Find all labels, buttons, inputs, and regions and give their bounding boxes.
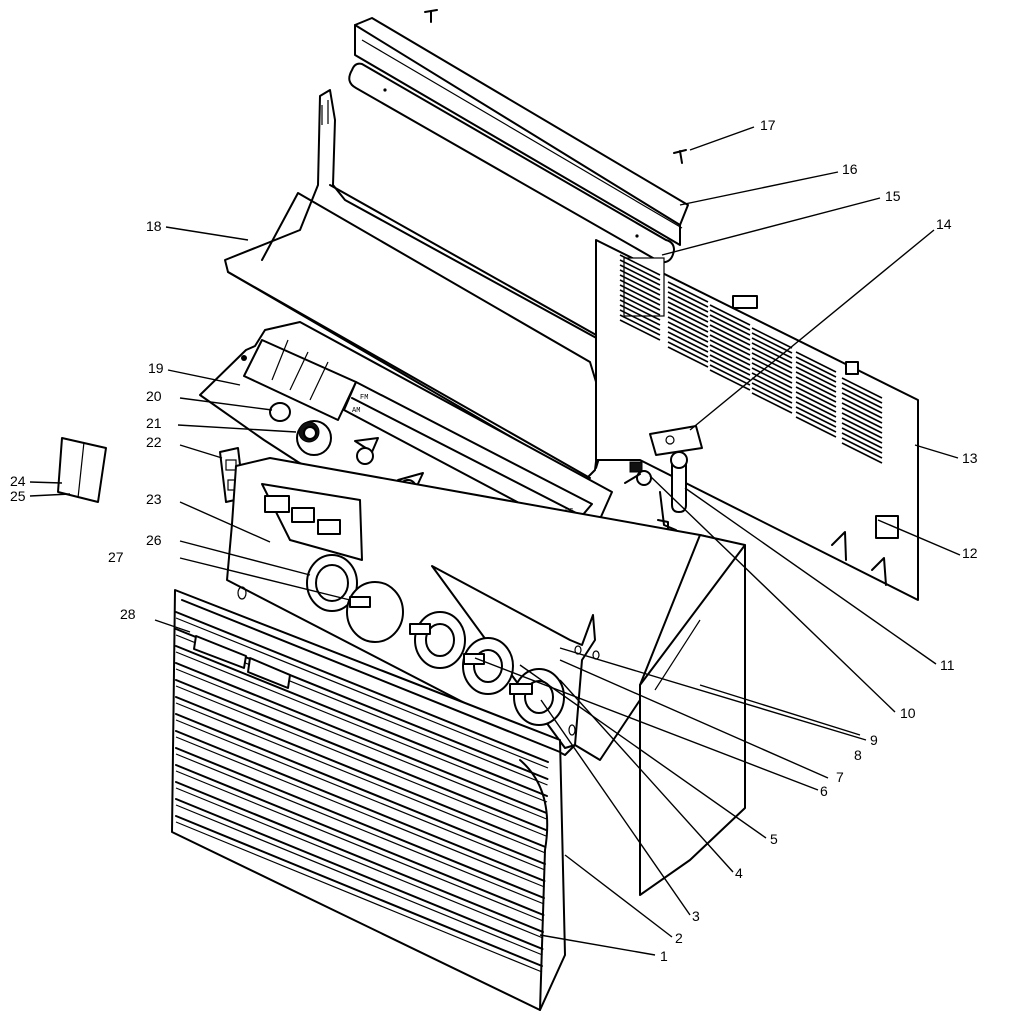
callout-leaders [29, 126, 961, 956]
callout-1: 1 [660, 948, 668, 964]
grille-slat [175, 747, 545, 899]
callout-19: 19 [148, 360, 164, 376]
screw-17 [673, 149, 687, 164]
callout-3: 3 [692, 908, 700, 924]
callout-16: 16 [842, 161, 858, 177]
callout-4: 4 [735, 865, 743, 881]
grille-slat [175, 781, 544, 933]
dials [306, 554, 565, 726]
callout-9: 9 [870, 732, 878, 748]
grille-slat [175, 798, 544, 950]
callout-14: 14 [936, 216, 952, 232]
trim-rod [348, 62, 675, 264]
callout-numbers: 1 2 3 4 5 6 7 8 9 10 11 12 13 14 15 16 1… [10, 117, 978, 964]
grille-slat-shadow [175, 668, 547, 820]
grille-slat-shadow [175, 753, 545, 905]
grille-slat [175, 611, 549, 763]
grille-slat [175, 662, 548, 814]
callout-20: 20 [146, 388, 162, 404]
callout-27: 27 [108, 549, 124, 565]
vent-block [667, 281, 709, 368]
grille-slat [175, 679, 547, 831]
callout-5: 5 [770, 831, 778, 847]
dial-knob-3 [509, 668, 565, 726]
vent-block [619, 254, 661, 341]
callout-21: 21 [146, 415, 162, 431]
grille-slat-shadow [175, 804, 543, 956]
back-panel [595, 239, 919, 601]
grille-slat-shadow [175, 685, 547, 837]
callout-23: 23 [146, 491, 162, 507]
callout-11: 11 [940, 657, 955, 673]
callout-15: 15 [885, 188, 901, 204]
grille-slat [175, 764, 545, 916]
dial-knob-4 [462, 637, 514, 695]
callout-13: 13 [962, 450, 978, 466]
dial-knob-5 [409, 611, 466, 669]
front-grille [171, 589, 566, 1011]
grille-slat [175, 645, 548, 797]
fm-label: FM [360, 394, 368, 402]
small-decals-24-25 [57, 437, 107, 503]
grille-slat-shadow [175, 651, 548, 803]
callout-6: 6 [820, 783, 828, 799]
dial-26 [306, 554, 358, 612]
grille-slat-shadow [175, 702, 546, 854]
callout-24: 24 [10, 473, 26, 489]
grille-slat-shadow [175, 787, 544, 939]
vent-block [751, 327, 793, 414]
screw-top [424, 9, 438, 23]
grille-slats [175, 611, 549, 973]
callout-26: 26 [146, 532, 162, 548]
grille-slat-shadow [175, 736, 545, 888]
callout-10: 10 [900, 705, 916, 721]
grille-slat [175, 713, 546, 865]
callout-25: 25 [10, 488, 26, 504]
callout-8: 8 [854, 747, 862, 763]
vent-block [795, 351, 837, 438]
callout-18: 18 [146, 218, 162, 234]
grille-slat [175, 696, 547, 848]
grille-slat-shadow [175, 719, 546, 871]
callout-7: 7 [836, 769, 844, 785]
callout-17: 17 [760, 117, 776, 133]
callout-22: 22 [146, 434, 162, 450]
grille-slat [175, 730, 546, 882]
callout-28: 28 [120, 606, 136, 622]
dial-27 [346, 581, 404, 643]
vent-block [841, 377, 883, 464]
am-label: AM [352, 407, 360, 415]
callout-12: 12 [962, 545, 978, 561]
grille-slat [175, 815, 543, 967]
callout-2: 2 [675, 930, 683, 946]
grille-slat-shadow [175, 770, 544, 922]
grille-slat-shadow [175, 617, 549, 769]
top-trim-strip [354, 17, 689, 246]
vent-block [709, 304, 751, 391]
grille-slat-shadow [175, 821, 543, 973]
